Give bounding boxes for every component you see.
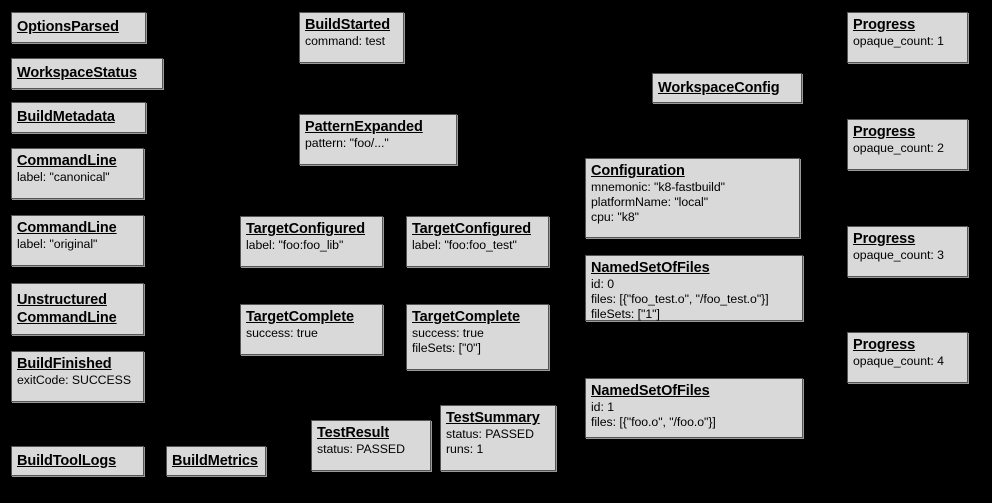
node-title-wrap: Configuration [591,162,794,180]
node-title-wrap: WorkspaceStatus [17,64,137,82]
node-title-wrap: TargetComplete [246,308,377,326]
node-title: Progress [853,17,916,33]
node-title-wrap: BuildStarted [305,16,398,34]
node-title: WorkspaceConfig [658,79,780,96]
node-title-wrap: BuildMetrics [172,452,258,470]
node-title: NamedSetOfFiles [591,260,710,276]
node-title-wrap: TargetConfigured [412,220,543,238]
node-title: PatternExpanded [305,119,423,135]
node-title-wrap: OptionsParsed [17,18,119,36]
node-fields: id: 0 files: [{"foo_test.o", "/foo_test.… [591,277,769,321]
node-fields: id: 1 files: [{"foo.o", "/foo.o"}] [591,400,716,429]
node-title: TargetComplete [412,309,520,325]
node-workspace-status[interactable]: WorkspaceStatus [11,58,163,89]
node-fields: success: true fileSets: ["0"] [412,326,484,355]
node-title: Progress [853,337,916,353]
node-title: TargetComplete [246,309,354,325]
node-title-wrap: WorkspaceConfig [658,79,780,97]
node-title: BuildMetrics [172,452,258,469]
node-fields: label: "foo:foo_lib" [246,238,344,252]
node-title-wrap: TargetComplete [412,308,543,326]
node-title-wrap: TargetConfigured [246,220,377,238]
node-unstructured-command-line[interactable]: Unstructured CommandLine [11,283,144,335]
node-fields: opaque_count: 3 [853,248,944,262]
node-title-wrap: Progress [853,230,962,248]
node-title-wrap: CommandLine [17,152,138,170]
node-title-wrap: Unstructured CommandLine [17,291,117,327]
node-title-wrap: TestSummary [446,409,550,427]
node-title: BuildMetadata [17,109,115,125]
node-fields: status: PASSED runs: 1 [446,427,534,456]
node-options-parsed[interactable]: OptionsParsed [11,12,146,43]
node-fields: success: true [246,326,318,340]
node-fields: status: PASSED [317,442,405,456]
node-title: TargetConfigured [246,221,365,237]
node-workspace-config[interactable]: WorkspaceConfig [652,73,802,103]
node-title-wrap: BuildToolLogs [17,452,116,470]
node-build-metadata[interactable]: BuildMetadata [11,102,146,133]
node-title-wrap: Progress [853,16,962,34]
node-title: Unstructured CommandLine [17,291,117,326]
node-title: CommandLine [17,153,117,169]
node-title: BuildStarted [305,17,391,33]
node-fields: command: test [305,34,385,48]
node-build-metrics[interactable]: BuildMetrics [166,446,266,476]
node-title-wrap: Progress [853,336,962,354]
node-fields: opaque_count: 4 [853,354,944,368]
node-title-wrap: BuildMetadata [17,108,115,126]
node-title-wrap: PatternExpanded [305,118,451,136]
node-title: OptionsParsed [17,19,119,35]
node-fields: label: "foo:foo_test" [412,238,517,252]
node-fields: mnemonic: "k8-fastbuild" platformName: "… [591,180,725,224]
node-title-wrap: NamedSetOfFiles [591,382,797,400]
node-title-wrap: BuildFinished [17,355,138,373]
node-fields: opaque_count: 1 [853,34,944,48]
node-fields: label: "canonical" [17,170,110,184]
node-title: Progress [853,231,916,247]
node-title-wrap: NamedSetOfFiles [591,259,797,277]
node-title-wrap: CommandLine [17,219,138,237]
node-title: TestResult [317,425,390,441]
node-title: WorkspaceStatus [17,65,137,81]
node-title: Progress [853,124,916,140]
node-fields: exitCode: SUCCESS [17,373,131,387]
node-title: TargetConfigured [412,221,531,237]
node-title-wrap: Progress [853,123,962,141]
node-fields: opaque_count: 2 [853,141,944,155]
node-title: Configuration [591,163,685,179]
node-title: BuildFinished [17,356,112,372]
node-title: TestSummary [446,410,540,426]
node-title: BuildToolLogs [17,452,117,469]
node-build-tool-logs[interactable]: BuildToolLogs [11,446,144,476]
node-fields: label: "original" [17,237,98,251]
node-title: NamedSetOfFiles [591,383,710,399]
node-title-wrap: TestResult [317,424,425,442]
node-fields: pattern: "foo/..." [305,136,389,150]
node-title: CommandLine [17,220,117,236]
